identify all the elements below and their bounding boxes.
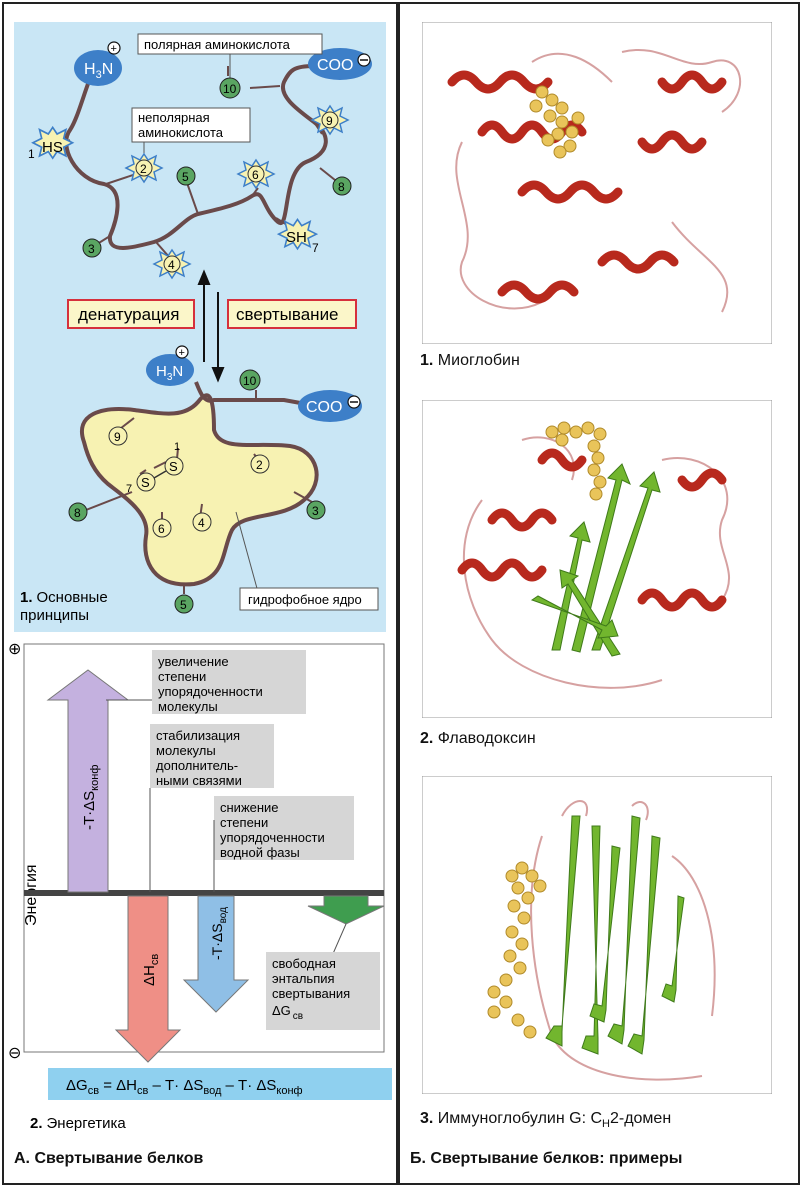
coo-label-top: COO — [317, 57, 353, 74]
folding-principles-diagram: H3N + COO полярная аминокислота неполярн… — [14, 22, 386, 632]
svg-text:энтальпия: энтальпия — [272, 971, 335, 986]
energy-plus-icon: ⊕ — [8, 641, 21, 658]
svg-text:+: + — [179, 347, 185, 359]
sh-label: SH — [286, 229, 307, 246]
res-num-6: 6 — [252, 168, 259, 182]
svg-text:увеличение: увеличение — [158, 654, 229, 669]
svg-text:водной фазы: водной фазы — [220, 845, 300, 860]
principles-caption-l2: принципы — [20, 607, 89, 624]
svg-text:молекулы: молекулы — [156, 743, 216, 758]
svg-text:3: 3 — [312, 504, 319, 518]
coo-label-folded: COO — [306, 399, 342, 416]
flavodoxin-caption: 2. Флаводоксин — [420, 730, 536, 748]
res-num-1: 1 — [28, 147, 35, 161]
hydrophobic-core-label: гидрофобное ядро — [248, 592, 362, 607]
polar-label-text: полярная аминокислота — [144, 37, 291, 52]
svg-text:свободная: свободная — [272, 956, 336, 971]
svg-text:S: S — [169, 459, 178, 474]
svg-text:8: 8 — [74, 506, 81, 520]
svg-text:степени: степени — [220, 815, 268, 830]
svg-text:стабилизация: стабилизация — [156, 728, 240, 743]
free-energy-arrow — [308, 896, 384, 924]
svg-text:+: + — [111, 43, 117, 55]
svg-text:7: 7 — [126, 483, 132, 495]
svg-text:дополнитель-: дополнитель- — [156, 758, 238, 773]
denaturation-label: денатурация — [78, 305, 179, 324]
hs-label: HS — [42, 139, 63, 156]
res-num-5: 5 — [182, 170, 189, 184]
svg-text:9: 9 — [114, 430, 121, 444]
res-num-9: 9 — [326, 114, 333, 128]
res-num-4: 4 — [168, 258, 175, 272]
immunoglobulin-caption: 3. Иммуноглобулин G: CH2-домен — [420, 1110, 671, 1130]
section-b-title: Б. Свертывание белков: примеры — [410, 1150, 682, 1168]
svg-text:2: 2 — [256, 458, 263, 472]
res-num-8: 8 — [338, 180, 345, 194]
svg-text:упорядоченности: упорядоченности — [220, 830, 325, 845]
svg-text:1: 1 — [174, 441, 180, 453]
nonpolar-label-l1: неполярная — [138, 110, 210, 125]
conf-entropy-arrow — [48, 670, 128, 892]
res-num-10: 10 — [223, 82, 237, 96]
folding-label: свертывание — [236, 305, 339, 324]
nonpolar-label-l2: аминокислота — [138, 125, 224, 140]
section-a-title: А. Свертывание белков — [14, 1150, 203, 1168]
energetics-caption: 2.Энергетика — [30, 1115, 126, 1132]
res-num-3: 3 — [88, 242, 95, 256]
svg-text:5: 5 — [180, 598, 187, 612]
svg-text:6: 6 — [158, 522, 165, 536]
energetics-diagram: ⊕ ⊖ Энергия -T·ΔSконф ΔHсв -T·ΔSвод увел… — [8, 640, 392, 1140]
immunoglobulin-structure — [422, 776, 772, 1094]
myoglobin-caption: 1. Миоглобин — [420, 352, 520, 370]
energy-minus-icon: ⊖ — [8, 1045, 21, 1062]
svg-text:упорядоченности: упорядоченности — [158, 684, 263, 699]
myoglobin-structure — [422, 22, 772, 344]
flavodoxin-structure — [422, 400, 772, 718]
res-num-7: 7 — [312, 241, 319, 255]
svg-text:10: 10 — [243, 374, 257, 388]
svg-text:ными связями: ными связями — [156, 773, 242, 788]
svg-text:молекулы: молекулы — [158, 699, 218, 714]
svg-text:степени: степени — [158, 669, 206, 684]
res-num-2: 2 — [140, 162, 147, 176]
svg-text:свертывания: свертывания — [272, 986, 350, 1001]
svg-text:S: S — [141, 475, 150, 490]
svg-text:4: 4 — [198, 516, 205, 530]
svg-text:снижение: снижение — [220, 800, 279, 815]
